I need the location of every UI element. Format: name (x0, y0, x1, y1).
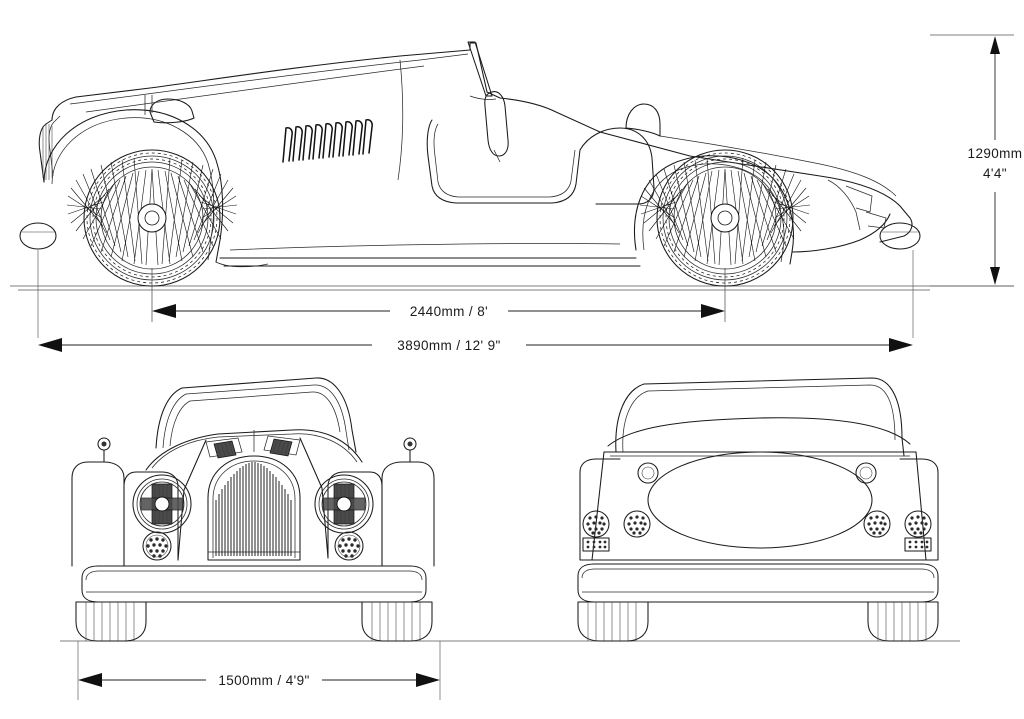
bonnet-crease-lower (85, 65, 425, 113)
fog-lamp-right (334, 531, 364, 561)
bonnet-louvres-side (282, 119, 373, 163)
radiator-shell-inner (48, 115, 61, 177)
rear-fender-inner (642, 163, 785, 263)
front-wheel-spokes (66, 157, 238, 266)
front-bonnet-right (299, 437, 329, 559)
width-arrow-left (78, 673, 102, 687)
headlamp-pod-stalk (144, 95, 153, 115)
front-outer-wing-left (71, 461, 125, 567)
radiator-grille-shade (42, 124, 53, 180)
rocker-panel (229, 243, 621, 251)
tail-lamp-inner-left (623, 510, 651, 538)
front-wing-left (123, 471, 179, 567)
wheelbase-arrow-left (152, 304, 176, 318)
fuel-cap-right (855, 462, 877, 484)
reflector-right (904, 537, 932, 552)
rear-hub-nut (717, 210, 733, 226)
front-bumper (81, 565, 427, 603)
height-arrow-top (990, 36, 1000, 54)
width-dimension-label: 1500mm / 4'9" (218, 673, 309, 688)
dimension-length: 3890mm / 12' 9" (37, 250, 914, 353)
front-wing-right (327, 471, 383, 567)
rear-wing-left (579, 458, 621, 561)
side-elevation-view (10, 41, 1014, 322)
front-cowl-top-inner (151, 433, 358, 469)
windscreen-frame (467, 41, 493, 97)
front-tyre-left (75, 601, 147, 642)
windscreen-base (469, 95, 497, 100)
fog-lamp-left (142, 531, 172, 561)
front-hub-nut (144, 210, 160, 226)
rear-wing-right (899, 458, 939, 561)
rear-tyre-left (577, 601, 649, 642)
front-bonnet-louvre-left (205, 437, 243, 459)
tail-lamp-inner-right (863, 510, 891, 538)
rear-bumper (577, 563, 939, 603)
headrest-side (625, 103, 661, 137)
dimension-wheelbase: 2440mm / 8' (18, 289, 930, 319)
rear-fender-outer (633, 155, 794, 265)
headlamp-right (314, 474, 374, 534)
front-grille-slats (215, 462, 292, 556)
front-bumper-tip (19, 222, 57, 250)
rear-tyre-right (867, 601, 939, 642)
width-arrow-right (416, 673, 440, 687)
tail-lamp-outer-left (582, 510, 610, 552)
headlamp-pod-side (149, 98, 195, 124)
rear-hood-lower-edge (607, 417, 911, 447)
cockpit-opening (426, 119, 581, 204)
reflector-left (582, 537, 610, 552)
rear-wheel-spokes (639, 157, 811, 266)
front-grille-outline (207, 455, 301, 561)
front-bonnet-left (177, 439, 207, 561)
front-grille-inner (212, 460, 296, 558)
height-dimension-label-imperial: 4'4" (983, 166, 1007, 181)
front-windscreen-inner (162, 384, 350, 451)
fuel-cap-left (637, 462, 659, 484)
front-fender-outer (43, 109, 224, 263)
rear-wheel-side (639, 149, 811, 287)
front-windscreen-glass (169, 391, 341, 447)
dimension-height: 1290mm 4'4" (930, 34, 1023, 287)
rear-bumper-tip (879, 222, 921, 250)
cockpit-opening-inner (433, 123, 576, 198)
height-dimension-label: 1290mm (968, 146, 1023, 161)
rear-hood-top (615, 377, 905, 457)
length-arrow-right (889, 338, 913, 352)
wheelbase-dimension-label: 2440mm / 8' (410, 304, 488, 319)
front-fender-inner (51, 117, 215, 261)
front-elevation-view (60, 377, 960, 642)
height-arrow-bottom (990, 267, 1000, 285)
mirror-stalk-right (403, 437, 417, 463)
headlamp-left (132, 474, 192, 534)
spare-wheel-recess (647, 451, 873, 549)
spare-wheel-tail (791, 213, 891, 253)
rear-elevation-view (577, 377, 939, 642)
front-tyre-right (361, 601, 433, 642)
rear-deck-line (659, 135, 897, 197)
wheelbase-arrow-right (701, 304, 725, 318)
front-cowl-top (145, 429, 363, 471)
length-dimension-label: 3890mm / 12' 9" (397, 338, 500, 353)
scuttle-panel-line (397, 59, 404, 181)
dimension-width: 1500mm / 4'9" (77, 641, 441, 700)
steering-wheel-side (484, 91, 509, 157)
length-arrow-left (38, 338, 62, 352)
front-fender-valance (215, 261, 269, 268)
rear-hood-top-inner (622, 384, 896, 453)
front-windscreen-frame (155, 377, 357, 453)
mirror-stalk-left (97, 437, 111, 463)
tail-panel-line (827, 179, 861, 231)
bonnet-crease-upper (69, 53, 469, 105)
tail-panel-line-2 (845, 185, 873, 213)
steering-column (493, 149, 501, 163)
front-bonnet-louvre-right (263, 435, 301, 457)
tail-lamp-outer-right (904, 510, 932, 552)
body-outline-side (51, 42, 913, 243)
tail-step-line (865, 211, 887, 229)
